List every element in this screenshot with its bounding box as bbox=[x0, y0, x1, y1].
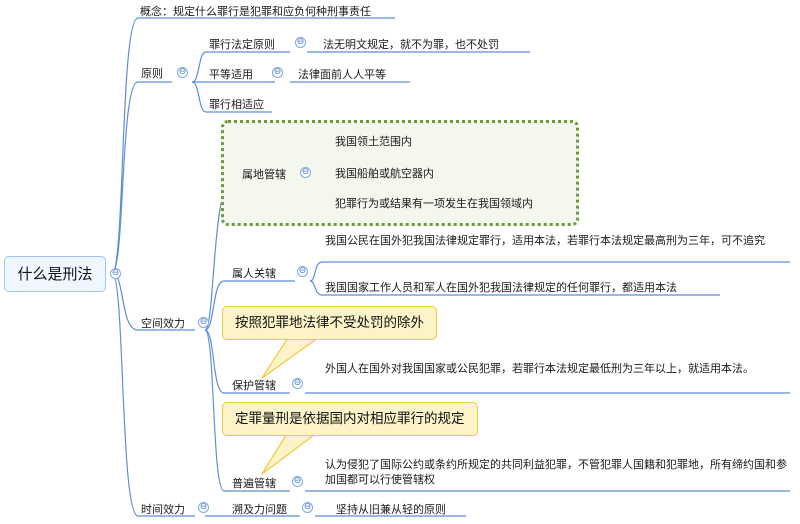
connector-space-universal bbox=[204, 329, 290, 492]
universal-item[interactable]: 认为侵犯了国际公约或条约所规定的共同利益犯罪，不管犯罪人国籍和犯罪地，所有缔约国… bbox=[325, 458, 787, 486]
retroactivity-detail[interactable]: 坚持从旧兼从轻的原则 bbox=[336, 503, 446, 516]
principles-node[interactable]: 原则 bbox=[141, 67, 163, 80]
territorial-item[interactable]: 我国领土范围内 bbox=[335, 135, 412, 148]
connector-root-concept bbox=[111, 17, 395, 274]
principle-proportionality[interactable]: 罪行相适应 bbox=[209, 98, 264, 111]
universal-jurisdiction[interactable]: 普遍管辖 bbox=[232, 477, 276, 490]
collapse-toggle-icon[interactable]: ⊖ bbox=[300, 167, 311, 178]
personal-item[interactable]: 我国国家工作人员和军人在国外犯我国法律规定的任何罪行，都适用本法 bbox=[325, 281, 677, 294]
personal-jurisdiction[interactable]: 属人关辖 bbox=[232, 267, 276, 280]
protective-callout[interactable]: 按照犯罪地法律不受处罚的除外 bbox=[222, 306, 437, 340]
connector-space-protective bbox=[204, 329, 290, 394]
time-effect-node[interactable]: 时间效力 bbox=[141, 503, 185, 516]
connector-principles-3 bbox=[191, 81, 272, 113]
connector-root-time bbox=[111, 272, 195, 517]
collapse-toggle-icon[interactable]: ⊖ bbox=[177, 67, 188, 78]
personal-item[interactable]: 我国公民在国外犯我国法律规定罪行，适用本法，若罪行本法规定最高刑为三年，可不追究 bbox=[325, 234, 765, 247]
universal-callout[interactable]: 定罪量刑是依据国内对相应罪行的规定 bbox=[222, 402, 478, 436]
collapse-toggle-icon[interactable]: ⊖ bbox=[302, 502, 313, 513]
principle-equality-detail[interactable]: 法律面前人人平等 bbox=[298, 68, 386, 81]
concept-node[interactable]: 概念：规定什么罪行是犯罪和应负何种刑事责任 bbox=[140, 5, 371, 18]
territorial-item[interactable]: 犯罪行为或结果有一项发生在我国领域内 bbox=[335, 197, 533, 210]
connector-root-principles bbox=[111, 81, 172, 274]
collapse-toggle-icon[interactable]: ⊖ bbox=[198, 317, 209, 328]
collapse-toggle-icon[interactable]: ⊖ bbox=[292, 378, 303, 389]
collapse-toggle-icon[interactable]: ⊖ bbox=[198, 502, 209, 513]
protective-jurisdiction[interactable]: 保护管辖 bbox=[232, 379, 276, 392]
collapse-toggle-icon[interactable]: ⊖ bbox=[295, 37, 306, 48]
retroactivity-node[interactable]: 溯及力问题 bbox=[232, 503, 287, 516]
collapse-toggle-icon[interactable]: ⊖ bbox=[272, 67, 283, 78]
connector-principles-1 bbox=[191, 51, 290, 83]
territorial-jurisdiction[interactable]: 属地管辖 bbox=[242, 168, 286, 181]
principle-legality[interactable]: 罪行法定原则 bbox=[209, 38, 275, 51]
principle-legality-detail[interactable]: 法无明文规定，就不为罪，也不处罚 bbox=[323, 38, 499, 51]
protective-item[interactable]: 外国人在国外对我国国家或公民犯罪，若罪行本法规定最低刑为三年以上，就适用本法。 bbox=[325, 362, 754, 375]
connector-space-personal bbox=[204, 280, 295, 331]
space-effect-node[interactable]: 空间效力 bbox=[141, 317, 185, 330]
territorial-group-box bbox=[221, 120, 579, 226]
callout-pointer-universal bbox=[258, 431, 320, 475]
collapse-toggle-icon[interactable]: ⊖ bbox=[110, 268, 121, 279]
callout-pointer-protective bbox=[258, 337, 320, 379]
root-node[interactable]: 什么是刑法 bbox=[4, 256, 106, 292]
collapse-toggle-icon[interactable]: ⊖ bbox=[297, 266, 308, 277]
principle-equality[interactable]: 平等适用 bbox=[209, 68, 253, 81]
territorial-item[interactable]: 我国船舶或航空器内 bbox=[335, 167, 434, 180]
collapse-toggle-icon[interactable]: ⊖ bbox=[292, 476, 303, 487]
